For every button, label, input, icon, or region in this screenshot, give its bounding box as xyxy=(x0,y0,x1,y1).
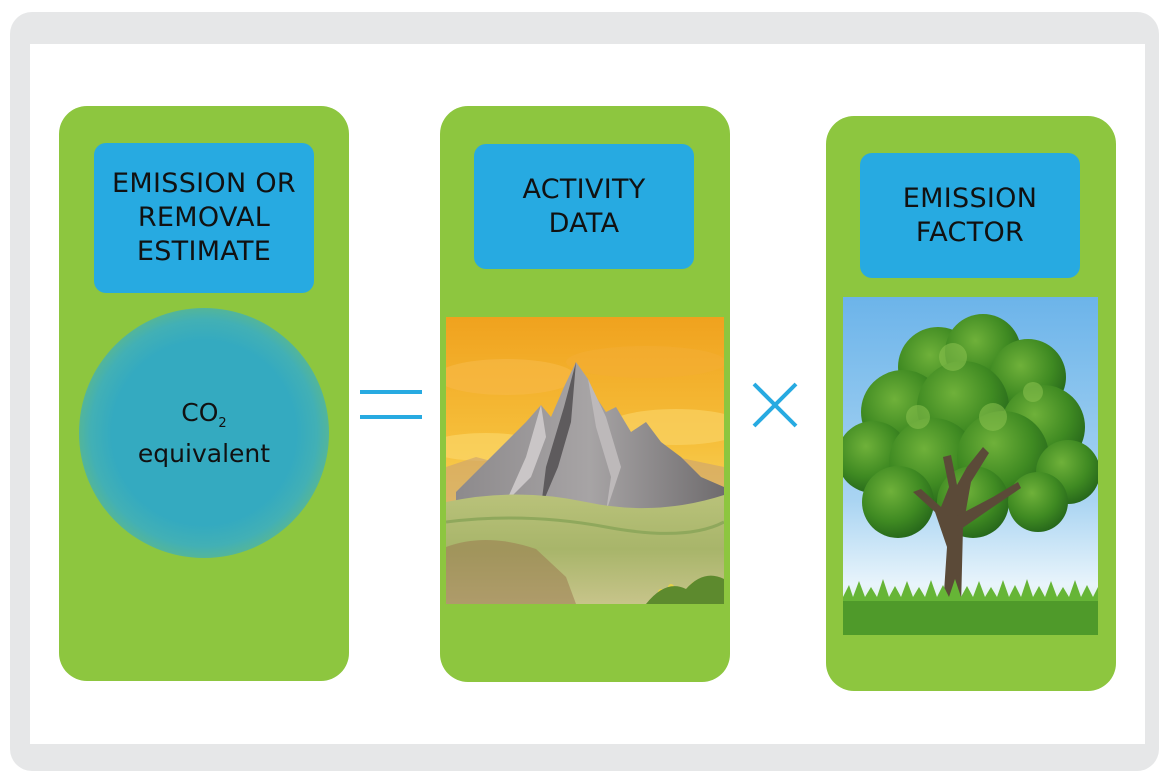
label-line: REMOVAL xyxy=(137,202,271,233)
multiply-icon xyxy=(752,382,798,428)
tree-image xyxy=(843,297,1098,635)
label-line: FACTOR xyxy=(915,216,1025,248)
mountain-landscape-image xyxy=(446,317,724,604)
co2-equivalent-circle: CO2 equivalent xyxy=(79,308,329,558)
label-line: EMISSION OR xyxy=(112,168,296,199)
co2-text: CO xyxy=(181,397,219,427)
emission-estimate-label: EMISSION OR REMOVAL ESTIMATE xyxy=(94,143,314,293)
activity-data-label: ACTIVITY DATA xyxy=(474,144,694,269)
equals-icon xyxy=(360,390,422,419)
emission-factor-label: EMISSION FACTOR xyxy=(860,153,1080,278)
co2-subscript: 2 xyxy=(218,415,227,431)
label-line: DATA xyxy=(548,207,620,239)
label-line: EMISSION xyxy=(902,182,1038,214)
equivalent-text: equivalent xyxy=(137,438,271,468)
label-line: ESTIMATE xyxy=(136,236,272,267)
co2-formula: CO2 xyxy=(181,398,226,439)
label-line: ACTIVITY xyxy=(522,173,646,205)
